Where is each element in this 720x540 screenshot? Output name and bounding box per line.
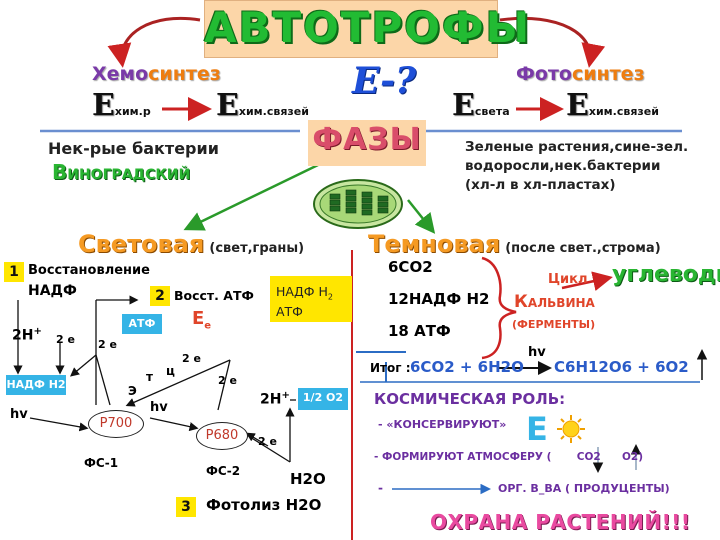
equation-left: 6CO2 + 6H2O [410, 358, 524, 376]
protection-heading: ОХРАНА РАСТЕНИЙ!!! [430, 510, 691, 534]
h-plus-left: 2H+ [12, 326, 42, 344]
photo-e-to: Eхим.связей [566, 88, 659, 123]
etc-e: Э [128, 384, 137, 398]
step-number-1: 1 [4, 262, 24, 282]
half-o2-tag: 1/2 O2 [298, 388, 348, 410]
cosmic-line1: - «КОНСЕРВИРУЮТ» [378, 418, 507, 431]
dark-input-nadph: 12НАДФ H2 [388, 290, 490, 308]
dark-input-atp: 18 АТФ [388, 322, 451, 340]
energy-question: E-? [352, 60, 417, 102]
products-line1: НАДФ Н2 [276, 284, 333, 302]
photo-organisms-1: Зеленые растения,сине-зел. [465, 139, 689, 155]
two-e-3: 2 е [182, 352, 201, 365]
fs2-label: ФС-2 [206, 464, 241, 478]
calvin-cycle-line2: Кальвина [514, 292, 595, 312]
cosmic-line3-dash: - [378, 481, 383, 495]
two-e-4: 2 е [218, 374, 237, 387]
result-label: Итог : [370, 361, 411, 375]
step-number-3: 3 [176, 497, 196, 517]
two-e-2: 2 е [98, 338, 117, 351]
calvin-cycle-line1: Цикл [548, 272, 588, 287]
atp-tag: АТФ [122, 314, 162, 334]
two-e-1: 2 е [56, 333, 75, 346]
cosmic-line2: - ФОРМИРУЮТ АТМОСФЕРУ ( CO2 O2) [374, 451, 644, 463]
cosmic-title: КОСМИЧЕСКАЯ РОЛЬ: [374, 390, 566, 408]
chloroplast-icon [312, 178, 404, 230]
sun-icon [556, 414, 586, 444]
chemosynthesis-label: Хемосинтез [92, 63, 221, 85]
light-phase-heading: Световая (свет,граны) [78, 230, 305, 258]
etc-ts: ц [166, 364, 175, 378]
photo-organisms-2: водоросли,нек.бактерии [465, 158, 661, 174]
step1-line2: НАДФ [28, 283, 77, 299]
cosmic-line3: ОРГ. В_ВА ( ПРОДУЦЕНТЫ) [498, 482, 670, 495]
h-plus-right: 2H+ [260, 390, 290, 408]
photo-e-from: Eсвета [452, 88, 510, 123]
hv-left: hv [10, 407, 28, 422]
nadph-tag: НАДФ H2 [6, 375, 66, 395]
p700-node: P700 [88, 410, 144, 438]
page-title: АВТОТРОФЫ [204, 3, 532, 52]
etc-t: т [146, 370, 153, 384]
energy-e-tag: Ee [192, 308, 212, 332]
arrow-to-light [183, 163, 319, 231]
two-e-5: 2 е [258, 435, 277, 448]
step3-label: Фотолиз H2O [206, 496, 322, 514]
hv-middle: hv [150, 400, 168, 415]
photosynthesis-label: Фотосинтез [516, 63, 645, 85]
title-box [204, 0, 498, 58]
products-box [270, 276, 352, 322]
h2o-label: H2O [290, 470, 326, 488]
step-number-2: 2 [150, 286, 170, 306]
arrow-to-photo [499, 16, 606, 68]
p680-node: P680 [196, 422, 248, 450]
chemo-scientist: Виноградский [52, 160, 191, 184]
chemo-organisms: Нек-рые бактерии [48, 139, 219, 158]
phases-title: ФАЗЫ [312, 122, 422, 157]
carbohydrates-label: углеводы [612, 262, 720, 287]
photo-organisms-3: (хл-л в хл-пластах) [465, 177, 616, 193]
phases-box [308, 120, 426, 166]
chemo-e-to: Eхим.связей [216, 88, 309, 123]
arrow-to-chemo [107, 17, 201, 68]
chemo-e-from: Eхим.р [92, 88, 151, 123]
step1-line1: Восстановление [28, 263, 150, 278]
fs1-label: ФС-1 [84, 456, 119, 470]
products-line2: АТФ [276, 304, 303, 319]
cosmic-e: E [526, 410, 548, 448]
result-hv: hv [528, 345, 546, 360]
step2-label: Восст. АТФ [174, 288, 254, 303]
dark-input-co2: 6CO2 [388, 258, 433, 276]
enzymes-label: (ФЕРМЕНТЫ) [512, 318, 596, 331]
equation-right: C6H12O6 + 6O2 [554, 358, 689, 376]
arrow-to-dark [407, 199, 436, 234]
dark-phase-heading: Темновая (после свет.,строма) [368, 230, 661, 258]
